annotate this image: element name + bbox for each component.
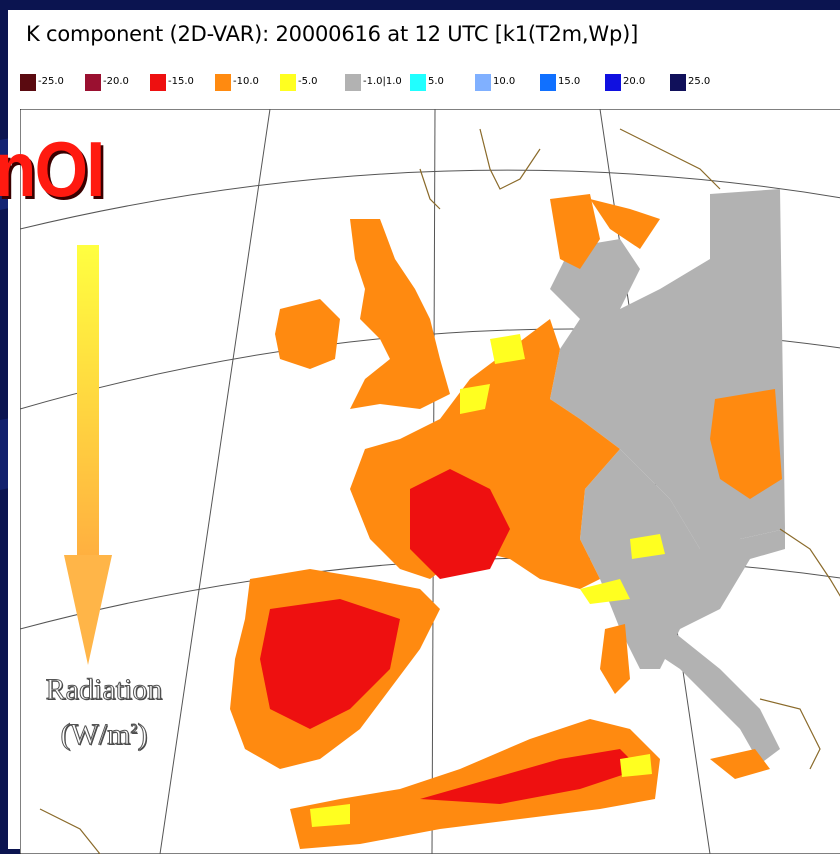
radiation-axis-label: Radiation (W/m2) [14,670,194,755]
legend-swatch [150,74,166,91]
yellow-patches [310,334,665,827]
legend-label: 15.0 [558,76,581,87]
land-sicily [710,749,770,779]
legend-swatch [280,74,296,91]
radiation-arrow-icon [64,245,112,665]
legend-label: 10.0 [493,76,516,87]
coastlines [39,128,840,854]
land-north-africa-red [420,749,640,804]
legend-swatch [540,74,556,91]
map-title: K component (2D-VAR): 20000616 at 12 UTC… [26,22,639,46]
legend-swatch [670,74,686,91]
legend-swatch [410,74,426,91]
legend-label: 20.0 [623,76,646,87]
land-east-red [710,389,782,499]
legend-label: 25.0 [688,76,711,87]
legend-swatch [20,74,36,91]
land-ireland [275,299,340,369]
radiation-label-line1: Radiation [45,673,163,707]
logo-text: ynOI [0,125,105,213]
legend-label: -5.0 [298,76,318,87]
legend-swatch [475,74,491,91]
land-france-red [410,469,510,579]
radiation-label-line2: (W/m2) [60,718,148,752]
legend-label: -10.0 [233,76,259,87]
europe-map [20,109,840,854]
legend-swatch [85,74,101,91]
land-iberia-red [260,599,400,729]
legend-swatch [605,74,621,91]
legend-label: -25.0 [38,76,64,87]
legend-label: -1.0|1.0 [363,76,402,87]
map-figure: K component (2D-VAR): 20000616 at 12 UTC… [8,10,840,854]
legend-swatch [345,74,361,91]
land-scandinavia [550,194,600,269]
land-great-britain [350,219,450,409]
legend-swatch [215,74,231,91]
legend-label: 5.0 [428,76,444,87]
land-italy [630,579,780,764]
legend-label: -20.0 [103,76,129,87]
legend-label: -15.0 [168,76,194,87]
land-scandinavia-east [590,199,660,249]
land-sardinia [600,624,630,694]
